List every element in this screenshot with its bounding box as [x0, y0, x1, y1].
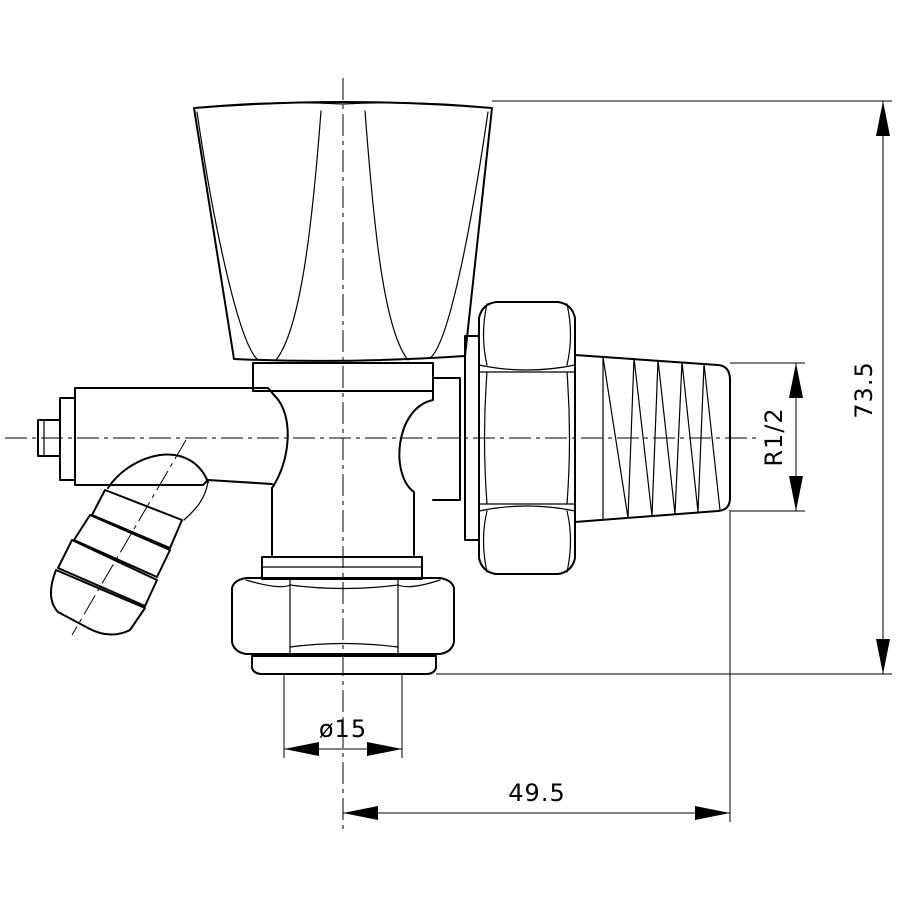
- drain-spout: [50, 453, 209, 636]
- thread-label: R1/2: [760, 407, 788, 466]
- right-union-nut: [432, 301, 576, 575]
- dimension-diameter: ø15: [283, 674, 403, 758]
- height-label: 73.5: [850, 361, 878, 418]
- dimension-thread: R1/2: [730, 362, 805, 512]
- bottom-union-nut: [231, 556, 455, 675]
- dimension-height: 73.5: [436, 100, 892, 675]
- dimension-offset: 49.5: [343, 510, 731, 822]
- drain-centerline: [71, 439, 187, 636]
- valve-body: [37, 379, 434, 556]
- diameter-label: ø15: [319, 715, 367, 743]
- offset-label: 49.5: [508, 779, 565, 807]
- male-thread: [574, 354, 731, 523]
- handle-head: [193, 101, 493, 362]
